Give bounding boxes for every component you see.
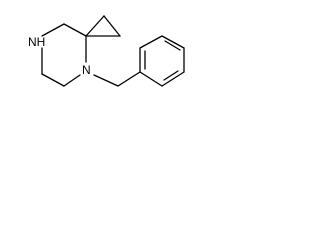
bond-ar-double-2: [164, 40, 181, 51]
atom-label-nh: NH: [28, 35, 45, 49]
bond-ar-2: [139, 35, 163, 49]
cyclopropane-ring: [85, 15, 121, 37]
bond-c2-c3: [41, 73, 65, 87]
piperazine-ring: [41, 23, 87, 87]
bond-spiro-cp1: [85, 15, 105, 37]
bond-ar-3: [161, 35, 185, 49]
bond-nh-c1: [41, 23, 65, 37]
bond-cp1-cp2: [103, 15, 121, 37]
benzyl-linker: [93, 71, 141, 87]
molecule-structure: NH N: [28, 15, 185, 87]
atom-label-n: N: [82, 63, 91, 77]
bond-ar-6: [139, 71, 163, 87]
bond-ar-double-3: [163, 70, 179, 81]
bond-ar-5: [161, 71, 185, 87]
benzene-ring: [139, 35, 185, 87]
bond-ch2-ipso: [117, 71, 141, 87]
bond-c1-spiro: [63, 23, 87, 37]
bond-n-c2: [63, 74, 81, 87]
bond-n-ch2: [93, 74, 119, 87]
